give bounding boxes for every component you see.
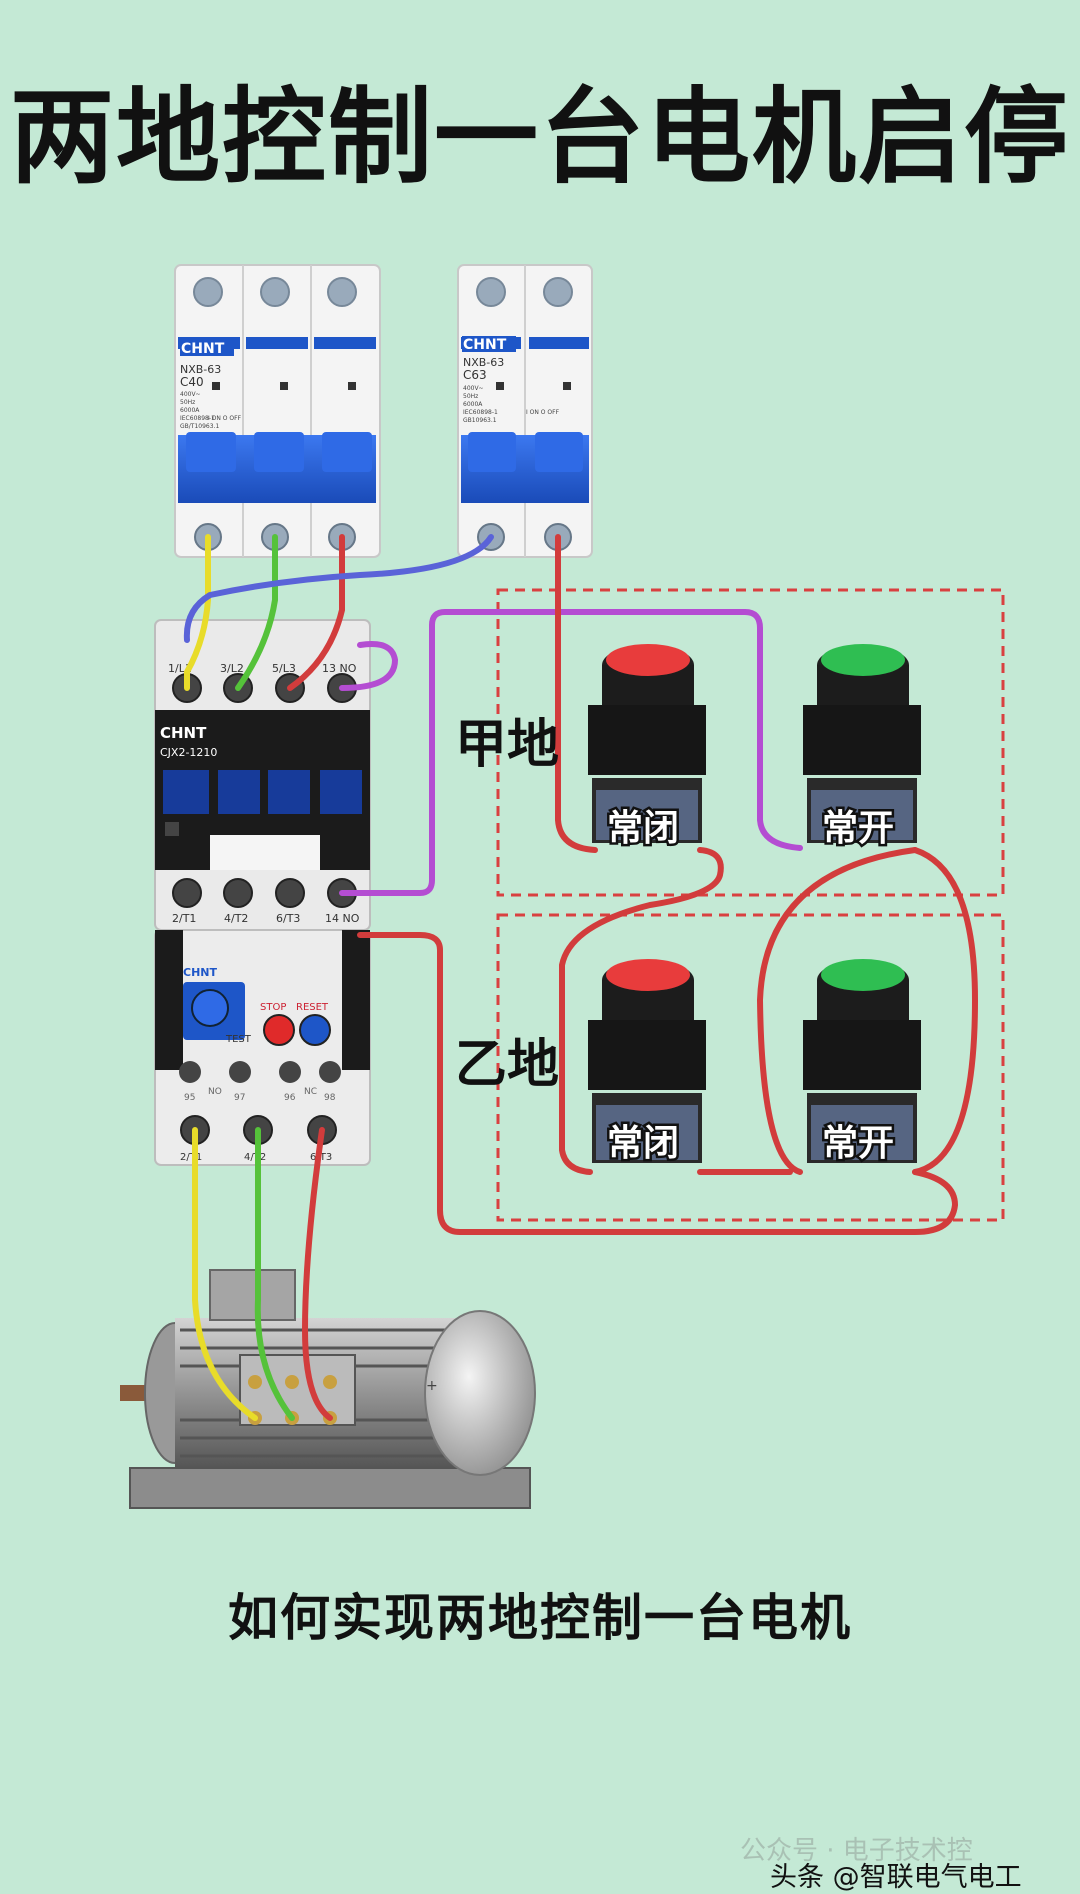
button-a-nc[interactable] [588,644,706,843]
breaker-1-switch-text: I ON O OFF [208,415,242,422]
wire-red-no-parallel-right [912,847,978,1175]
svg-text:6000A: 6000A [180,407,200,414]
breaker-2-model: NXB-63 [463,356,504,369]
watermark: 头条 @智联电气电工 [770,1862,1022,1893]
svg-text:50Hz: 50Hz [463,393,478,400]
breaker-1-spec: 400V~ 50Hz 6000A IEC60898-1 GB/T10963.1 [180,391,219,430]
button-b-no-label: 常开 [822,1123,894,1164]
button-b-nc[interactable] [588,959,706,1163]
contactor-top-terminal-label: 3/L2 [220,662,244,675]
wires [183,534,978,1421]
button-b-nc-label: 常闭 [607,1123,679,1164]
svg-text:97: 97 [234,1093,245,1103]
contactor-bottom-terminal-label: 4/T2 [224,912,248,925]
thermal-relay: CHNT STOP RESET TEST 95 NO 97 96 NC 98 2… [154,929,371,1166]
motor: + [120,1269,536,1509]
svg-text:98: 98 [324,1093,336,1103]
svg-text:NO: NO [208,1087,222,1097]
breaker-1-toggle[interactable] [178,432,376,503]
zone-b-label: 乙地 [455,1035,559,1095]
wire-yellow-u [192,1127,258,1421]
watermark-faint: 公众号 · 电子技术控 [740,1836,973,1866]
screw-icon [193,277,357,307]
wire-purple-14 [339,609,803,896]
contactor-bottom-terminal-label: 2/T1 [172,912,196,925]
svg-text:400V~: 400V~ [180,391,201,398]
breaker-2: CHNT NXB-63 C63 400V~ 50Hz 6000A IEC6089… [457,264,593,558]
breaker-1: CHNT NXB-63 C40 400V~ 50Hz 6000A IEC6089… [174,264,381,558]
relay-stop-label: STOP [260,1002,286,1013]
contactor-top-terminal-label: 5/L3 [272,662,296,675]
svg-text:50Hz: 50Hz [180,399,195,406]
svg-text:NC: NC [304,1087,317,1097]
contactor-model: CJX2-1210 [160,746,217,759]
relay-reset-label: RESET [296,1002,329,1013]
button-a-nc-label: 常闭 [607,808,679,849]
breaker-2-toggle[interactable] [461,432,589,503]
wire-red-w [302,1127,333,1421]
wire-red-no-parallel-left [757,847,918,1175]
contactor-top-terminal-label: 13 NO [322,662,357,675]
button-a-no-label: 常开 [822,808,894,849]
breaker-1-rating: C40 [180,375,204,389]
breaker-1-brand: CHNT [181,341,225,357]
svg-text:2/T1: 2/T1 [180,1152,202,1163]
svg-text:400V~: 400V~ [463,385,484,392]
wire-green-v [254,1127,295,1421]
breaker-2-spec: 400V~ 50Hz 6000A IEC60898-1 GB10963.1 [463,385,498,424]
contactor-bottom-terminal-label: 14 NO [325,912,360,925]
contactor-bottom-terminal-label: 6/T3 [276,912,300,925]
breaker-2-switch-text: I ON O OFF [526,409,560,416]
wire-red-return [357,932,958,1235]
svg-text:IEC60898-1: IEC60898-1 [463,409,498,416]
zone-a-label: 甲地 [455,715,559,775]
contactor-brand: CHNT [160,724,207,742]
wire-green-l2 [235,534,278,691]
button-a-no[interactable] [803,644,921,843]
breaker-2-brand: CHNT [463,337,507,353]
contactor: CHNT CJX2-1210 1/L1 3/L2 5/L3 13 NO 2/T1… [154,619,371,931]
relay-stop-button[interactable] [263,1014,295,1046]
relay-brand: CHNT [183,966,217,979]
svg-text:GB10963.1: GB10963.1 [463,417,497,424]
wire-red-supply [555,534,598,853]
svg-text:GB/T10963.1: GB/T10963.1 [180,423,219,430]
wire-purple-13 [339,641,398,691]
svg-text:6000A: 6000A [463,401,483,408]
wire-yellow-l1 [184,534,211,691]
button-b-no[interactable] [803,959,921,1163]
relay-test-label: TEST [225,1034,252,1045]
subtitle: 如何实现两地控制一台电机 [228,1589,852,1647]
breaker-1-model: NXB-63 [180,363,221,376]
wire-blue-control [183,534,494,643]
page-title: 两地控制一台电机启停 [9,76,1070,198]
wire-red-nc-series [559,847,724,1175]
svg-text:95: 95 [184,1093,195,1103]
zone-b-border [496,913,1005,1222]
svg-text:IEC60898-1: IEC60898-1 [180,415,215,422]
wire-red-l3 [287,534,345,691]
relay-reset-button[interactable] [299,1014,331,1046]
zone-a-border [496,588,1005,897]
svg-text:96: 96 [284,1093,296,1103]
breaker-2-rating: C63 [463,368,487,382]
svg-text:+: + [426,1378,438,1394]
